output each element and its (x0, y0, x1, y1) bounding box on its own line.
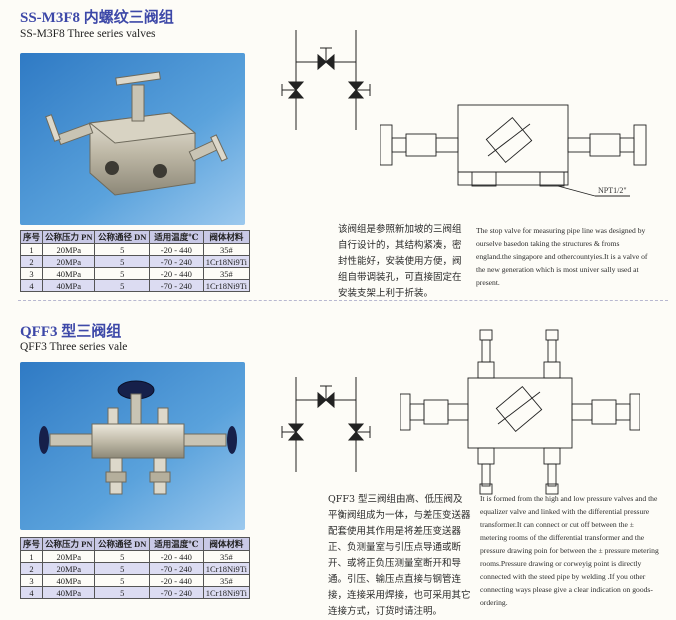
table-cell: 40MPa (42, 279, 96, 292)
table-header-cell: 序号 (19, 537, 44, 551)
table-header-cell: 公称通径 DN (94, 230, 150, 244)
table-cell: 3 (19, 574, 44, 587)
section-divider (18, 300, 668, 301)
table-cell: 5 (94, 267, 150, 280)
table-header-cell: 阀体材料 (202, 230, 251, 244)
table-cell: 2 (19, 562, 44, 575)
table-cell: 35# (202, 267, 251, 280)
section1-desc-cn: 该阀组是参照新加坡的三阀组自行设计的，其结构紧凑，密封性能好，安装使用方便，阀组… (338, 224, 462, 299)
table-cell: -20 - 440 (148, 243, 204, 256)
table-row: 1 20MPa 5 -20 - 440 35# (19, 243, 251, 256)
table-cell: 5 (94, 550, 150, 563)
table-header-row: 序号 公称压力 PN 公称通径 DN 适用温度℃ 阀体材料 (19, 537, 251, 551)
table-header-cell: 公称通径 DN (94, 537, 150, 551)
spec-table-1: 序号 公称压力 PN 公称通径 DN 适用温度℃ 阀体材料 1 20MPa 5 … (19, 230, 251, 292)
table-cell: 5 (94, 279, 150, 292)
table-cell: 5 (94, 255, 150, 268)
table-cell: 5 (94, 243, 150, 256)
valve-drawing-2 (400, 329, 640, 495)
port-label-1: NPT1/2" (598, 186, 627, 195)
table-row: 2 20MPa 5 -70 - 240 1Cr18Ni9Ti (19, 255, 251, 268)
table-cell: 1 (19, 550, 44, 563)
table-cell: 40MPa (42, 574, 96, 587)
table-cell: 5 (94, 562, 150, 575)
table-row: 4 40MPa 5 -70 - 240 1Cr18Ni9Ti (19, 586, 251, 599)
spec-table-2: 序号 公称压力 PN 公称通径 DN 适用温度℃ 阀体材料 1 20MPa 5 … (19, 537, 251, 599)
table-cell: 35# (202, 243, 251, 256)
table-cell: 4 (19, 586, 44, 599)
table-header-cell: 序号 (19, 230, 44, 244)
section2-desc-cn: QFF3 型三阀组由高、低压阀及平衡阀组成为一体，与差压变送器配套使用其作用是将… (328, 494, 471, 617)
section2-title-cn: QFF3 型三阀组 (20, 324, 122, 340)
table-cell: -20 - 440 (148, 267, 204, 280)
table-cell: -70 - 240 (148, 255, 204, 268)
table-cell: 40MPa (42, 586, 96, 599)
table-cell: 1Cr18Ni9Ti (202, 279, 251, 292)
table-header-cell: 适用温度℃ (148, 230, 204, 244)
product-photo-qff3 (20, 362, 245, 530)
table-cell: 35# (202, 574, 251, 587)
valve-drawing-1 (380, 104, 647, 197)
table-cell: 20MPa (42, 243, 96, 256)
table-cell: -70 - 240 (148, 279, 204, 292)
table-cell: 5 (94, 586, 150, 599)
table-cell: 5 (94, 574, 150, 587)
section1-desc-en: The stop valve for measuring pipe line w… (476, 226, 648, 287)
table-cell: 2 (19, 255, 44, 268)
section-qff3: QFF3 型三阀组 QFF3 Three series vale (0, 304, 676, 617)
table-cell: 1Cr18Ni9Ti (202, 586, 251, 599)
table-cell: 20MPa (42, 550, 96, 563)
table-header-cell: 公称压力 PN (42, 537, 96, 551)
table-row: 3 40MPa 5 -20 - 440 35# (19, 574, 251, 587)
valve-schematic-2 (281, 377, 371, 472)
table-cell: 1Cr18Ni9Ti (202, 562, 251, 575)
table-row: 3 40MPa 5 -20 - 440 35# (19, 267, 251, 280)
section-ss-m3f8: SS-M3F8 内螺纹三阀组 SS-M3F8 Three series valv… (0, 0, 676, 300)
table-cell: 35# (202, 550, 251, 563)
table-row: 4 40MPa 5 -70 - 240 1Cr18Ni9Ti (19, 279, 251, 292)
table-cell: -20 - 440 (148, 574, 204, 587)
valve-schematic-1 (281, 30, 371, 130)
table-cell: 20MPa (42, 255, 96, 268)
section1-title-cn: SS-M3F8 内螺纹三阀组 (20, 10, 174, 26)
table-cell: 4 (19, 279, 44, 292)
table-cell: 1 (19, 243, 44, 256)
product-photo-ss-m3f8 (20, 53, 245, 225)
table-row: 2 20MPa 5 -70 - 240 1Cr18Ni9Ti (19, 562, 251, 575)
section2-desc-en: It is formed from the high and low press… (480, 494, 659, 607)
table-cell: 20MPa (42, 562, 96, 575)
table-header-row: 序号 公称压力 PN 公称通径 DN 适用温度℃ 阀体材料 (19, 230, 251, 244)
table-cell: -70 - 240 (148, 586, 204, 599)
table-cell: 3 (19, 267, 44, 280)
table-row: 1 20MPa 5 -20 - 440 35# (19, 550, 251, 563)
section2-title-en: QFF3 Three series vale (20, 341, 128, 353)
table-cell: 1Cr18Ni9Ti (202, 255, 251, 268)
table-cell: 40MPa (42, 267, 96, 280)
section1-title-en: SS-M3F8 Three series valves (20, 28, 156, 40)
table-cell: -70 - 240 (148, 562, 204, 575)
table-header-cell: 公称压力 PN (42, 230, 96, 244)
table-header-cell: 阀体材料 (202, 537, 251, 551)
table-cell: -20 - 440 (148, 550, 204, 563)
table-header-cell: 适用温度℃ (148, 537, 204, 551)
